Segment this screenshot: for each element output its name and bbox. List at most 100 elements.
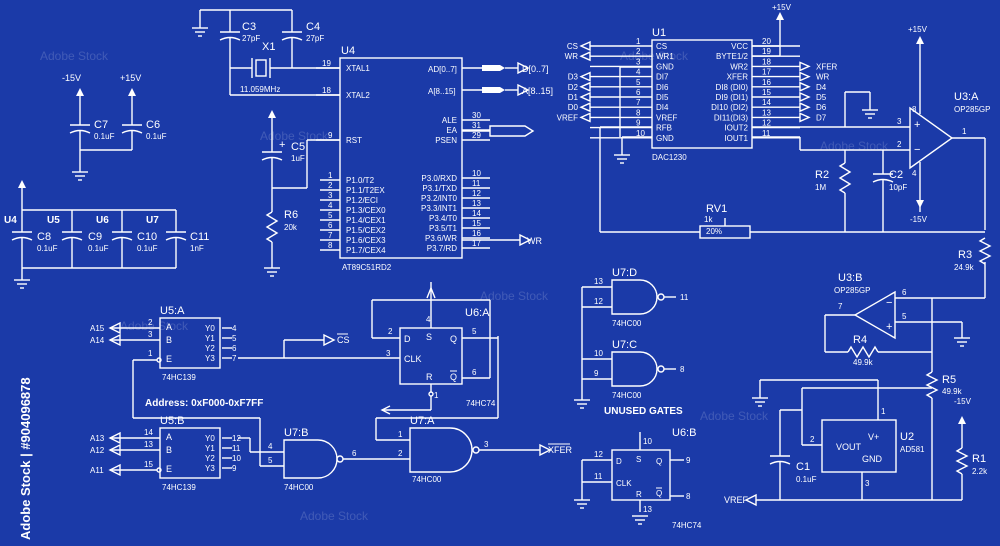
- pin-number: 5: [328, 211, 333, 220]
- pin-name: P1.3/CEX0: [346, 206, 386, 215]
- pin-name: XFER: [727, 73, 749, 82]
- pin-number: 15: [472, 219, 481, 228]
- svg-text:8: 8: [912, 105, 917, 114]
- pin-number: 9: [328, 131, 333, 140]
- net-label: D0: [568, 103, 579, 112]
- svg-text:3: 3: [148, 330, 153, 339]
- nand-u7b: U7:B 74HC00 4 5 6: [268, 427, 410, 492]
- svg-text:3: 3: [865, 479, 870, 488]
- crystal-oscillator: C3 27pF C4 27pF X1 11.059MHz: [191, 9, 340, 96]
- svg-text:UNUSED GATES: UNUSED GATES: [604, 406, 683, 417]
- svg-text:U7: U7: [146, 215, 159, 226]
- svg-text:X1: X1: [262, 41, 275, 53]
- svg-text:6: 6: [352, 449, 357, 458]
- net-label: D2: [568, 83, 579, 92]
- net-arrow: [579, 71, 591, 82]
- svg-text:A14: A14: [90, 336, 105, 345]
- pin-number: 31: [472, 121, 481, 130]
- pin-number: 2: [636, 47, 641, 56]
- svg-text:R: R: [426, 372, 433, 382]
- pin-name: DI7: [656, 73, 669, 82]
- svg-text:C8: C8: [37, 231, 51, 243]
- svg-text:20%: 20%: [706, 227, 722, 236]
- pin-name: WR2: [730, 62, 748, 71]
- svg-text:Adobe Stock: Adobe Stock: [480, 289, 549, 303]
- svg-text:C2: C2: [889, 169, 903, 181]
- pin-name: XTAL1: [346, 64, 370, 73]
- opamp-u3a: U3:A OP285GP +15V 8 + − 3 2 1 4 -15V R2 …: [699, 25, 992, 298]
- svg-text:A[8..15]: A[8..15]: [428, 87, 456, 96]
- mcu-pin: 7P1.6/CEX3: [320, 231, 386, 245]
- svg-text:12: 12: [594, 450, 603, 459]
- svg-text:2: 2: [388, 327, 393, 336]
- pin-name: DI11(DI3): [714, 113, 748, 122]
- svg-text:U7:C: U7:C: [612, 339, 637, 351]
- svg-text:D[0..7]: D[0..7]: [522, 64, 549, 74]
- svg-text:−: −: [886, 297, 892, 309]
- svg-text:C6: C6: [146, 119, 160, 131]
- svg-text:U7:D: U7:D: [612, 267, 637, 279]
- svg-text:3: 3: [386, 349, 391, 358]
- pin-number: 9: [636, 119, 641, 128]
- pin-name: RFB: [656, 124, 672, 133]
- svg-text:2.2k: 2.2k: [972, 467, 988, 476]
- svg-text:10: 10: [594, 349, 603, 358]
- svg-text:74HC74: 74HC74: [466, 399, 496, 408]
- pin-name: DI4: [656, 103, 669, 112]
- svg-text:U4: U4: [341, 45, 355, 57]
- pin-name: BYTE1/2: [716, 52, 749, 61]
- svg-text:11: 11: [680, 293, 689, 302]
- svg-text:Adobe Stock: Adobe Stock: [120, 319, 189, 333]
- svg-text:8: 8: [680, 365, 685, 374]
- svg-text:5: 5: [232, 334, 237, 343]
- mcu-pin: 3P1.2/ECI: [320, 191, 378, 205]
- pin-name: VREF: [656, 113, 677, 122]
- svg-text:1k: 1k: [704, 215, 713, 224]
- mcu-pin: 8P1.7/CEX4: [320, 241, 386, 255]
- svg-text:11: 11: [232, 444, 241, 453]
- pin-number: 2: [328, 181, 333, 190]
- svg-text:A: A: [166, 322, 172, 332]
- svg-text:B: B: [166, 445, 172, 455]
- watermark: Adobe Stock Adobe Stock Adobe Stock Adob…: [40, 49, 889, 523]
- net-arrow: [799, 81, 811, 92]
- svg-text:E: E: [166, 464, 172, 474]
- svg-text:74HC00: 74HC00: [412, 475, 442, 484]
- svg-text:74HC74: 74HC74: [672, 521, 702, 530]
- svg-text:74HC00: 74HC00: [612, 391, 642, 400]
- svg-text:0.1uF: 0.1uF: [94, 132, 115, 141]
- svg-text:0.1uF: 0.1uF: [88, 244, 109, 253]
- svg-text:R6: R6: [284, 209, 298, 221]
- pin-number: 17: [762, 68, 771, 77]
- address-label: Address: 0xF000-0xF7FF: [145, 398, 263, 409]
- svg-text:15: 15: [144, 460, 153, 469]
- svg-text:1nF: 1nF: [190, 244, 204, 253]
- pin-number: 1: [636, 37, 641, 46]
- net-label: VREF: [557, 113, 578, 122]
- svg-text:U6:B: U6:B: [672, 427, 696, 439]
- pin-name: VCC: [731, 42, 748, 51]
- pin-number: 11: [472, 179, 481, 188]
- svg-text:1: 1: [434, 391, 439, 400]
- svg-text:+15V: +15V: [908, 25, 928, 34]
- net-arrow: [799, 61, 811, 72]
- svg-text:4: 4: [268, 442, 273, 451]
- pin-name: IOUT2: [724, 124, 748, 133]
- svg-text:2: 2: [810, 435, 815, 444]
- svg-text:1uF: 1uF: [291, 154, 305, 163]
- pin-number: 14: [762, 98, 771, 107]
- pin-name: P1.4/CEX1: [346, 216, 386, 225]
- svg-text:Y1: Y1: [205, 444, 215, 453]
